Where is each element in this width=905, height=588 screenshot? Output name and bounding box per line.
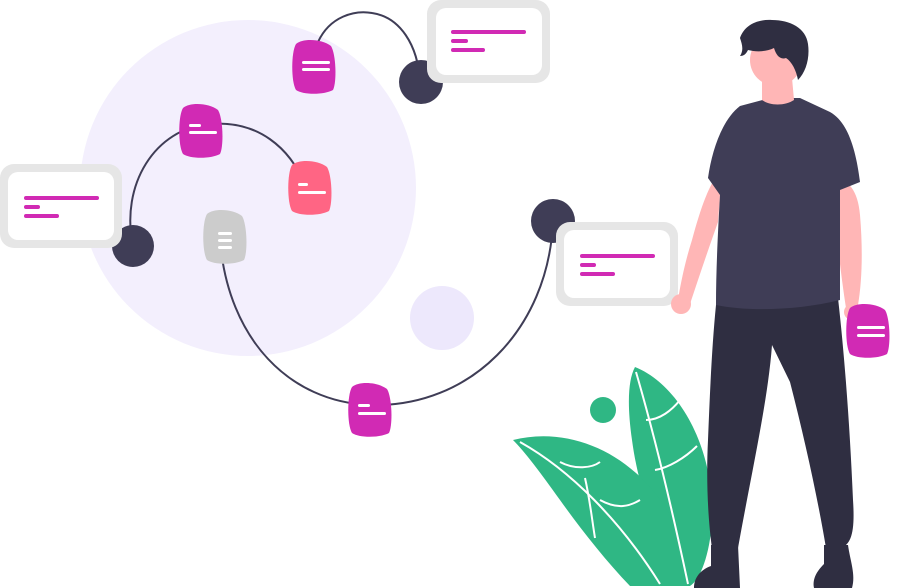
- message-card-left: [0, 164, 122, 248]
- person-arm-left: [678, 170, 722, 304]
- document-icon-pink: [288, 161, 332, 215]
- person-shirt: [708, 98, 860, 310]
- document-icon-top: [292, 40, 336, 94]
- person-pants: [707, 298, 854, 548]
- plant-veins: [519, 371, 698, 585]
- person: [671, 19, 890, 588]
- plant-dot: [590, 397, 616, 423]
- person-hair: [740, 19, 809, 81]
- document-icon-upper-left: [179, 104, 223, 158]
- document-icon-bottom: [348, 383, 392, 437]
- person-shoe-right: [813, 545, 854, 588]
- document-icon-held: [846, 304, 890, 358]
- plant-leaf-wide: [513, 436, 690, 586]
- document-icon-gray: [203, 210, 247, 264]
- message-card-top: [427, 0, 550, 83]
- message-card-right: [556, 222, 678, 306]
- connector-node-left: [112, 225, 154, 267]
- person-arm-right: [836, 178, 862, 308]
- background-circle: [80, 20, 416, 356]
- connector-top-arc: [317, 11, 421, 83]
- person-shoe-left: [694, 545, 740, 588]
- small-decor-circle: [410, 286, 474, 350]
- plant: [513, 367, 713, 586]
